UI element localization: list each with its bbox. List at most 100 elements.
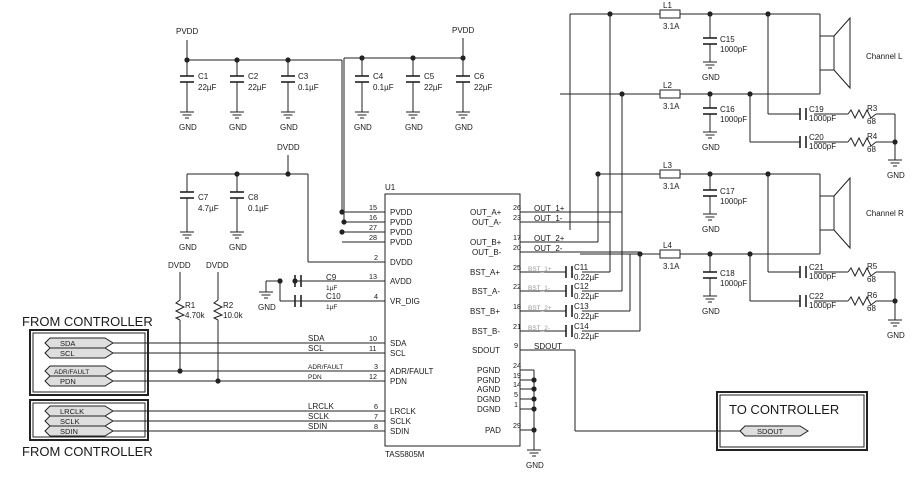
pin-1-num: 1 [514, 400, 518, 409]
r5-val: 68 [867, 275, 876, 284]
net-labels: OUT_1+ OUT_1- OUT_2+ OUT_2- BST_1+ BST_1… [308, 204, 565, 431]
connector-from-top: FROM CONTROLLER [22, 314, 153, 396]
ic-part: TAS5805M [385, 450, 425, 459]
c19-val: 1000pF [809, 114, 836, 123]
gnd-c16: GND [702, 143, 720, 152]
pin-7-num: 7 [374, 412, 378, 421]
r6-ref: R6 [867, 291, 878, 300]
speaker-right-label: Channel R [866, 209, 904, 218]
net-bst2m: BST_2- [528, 325, 550, 332]
pin-21-num: 21 [513, 322, 521, 331]
port-sdout-label: SDOUT [757, 427, 784, 436]
c10-ref: C10 [326, 292, 341, 301]
pin-19-num: 19 [513, 371, 521, 380]
c3-val: 0.1µF [298, 83, 319, 92]
gnd-snub-r: GND [887, 331, 905, 340]
gnd-c3: GND [280, 123, 298, 132]
pin-9-num: 9 [514, 341, 518, 350]
pin-24-num: 24 [513, 361, 521, 370]
pin-3-name: ADR/FAULT [390, 367, 434, 376]
pin-10-num: 10 [369, 334, 377, 343]
port-sclk-label: SCLK [60, 417, 80, 426]
rail-labels: PVDD PVDD DVDD DVDD DVDD GND GND GND GND… [168, 26, 905, 470]
gnd-c18: GND [702, 307, 720, 316]
c7-ref: C7 [198, 193, 209, 202]
c12-ref: C12 [574, 282, 589, 291]
pin-27-name: PVDD [390, 228, 412, 237]
l4-ref: L4 [663, 241, 672, 250]
pin-28-num: 28 [369, 233, 377, 242]
net-bst1m: BST_1- [528, 285, 550, 292]
pin-29-name: PAD [485, 426, 501, 435]
pin-10-name: SDA [390, 339, 407, 348]
pin-8-num: 8 [374, 422, 378, 431]
pin-14-num: 14 [513, 380, 521, 389]
c16-ref: C16 [720, 105, 735, 114]
l1-ref: L1 [663, 1, 672, 10]
net-pdn: PDN [308, 374, 322, 381]
pin-12-name: PDN [390, 377, 407, 386]
net-scl: SCL [308, 344, 324, 353]
rail-dvdd-r1: DVDD [168, 261, 191, 270]
rail-dvdd: DVDD [277, 143, 300, 152]
pin-2-name: DVDD [390, 258, 413, 267]
pin-26-num: 26 [513, 203, 521, 212]
port-pdn-label: PDN [60, 377, 76, 386]
l2-ref: L2 [663, 81, 672, 90]
cap-plates [180, 37, 807, 337]
port-lrclk-label: LRCLK [60, 407, 84, 416]
gnd-c6: GND [455, 123, 473, 132]
c16-val: 1000pF [720, 115, 747, 124]
c19-ref: C19 [809, 105, 824, 114]
pin-12-num: 12 [369, 372, 377, 381]
pin-17-num: 17 [513, 233, 521, 242]
gnd-c5: GND [405, 123, 423, 132]
r3-val: 68 [867, 117, 876, 126]
l3-val: 3.1A [663, 182, 680, 191]
pin-26-name: OUT_A+ [470, 208, 502, 217]
c2-val: 22µF [248, 83, 267, 92]
pin-14-name: AGND [477, 385, 500, 394]
pin-2-num: 2 [374, 253, 378, 262]
pin-9-name: SDOUT [472, 346, 500, 355]
c22-ref: C22 [809, 292, 824, 301]
r2-val: 10.0k [223, 311, 244, 320]
net-sdout: SDOUT [534, 342, 562, 351]
pin-11-name: SCL [390, 349, 406, 358]
gnd-ic: GND [526, 461, 544, 470]
r2-ref: R2 [223, 301, 234, 310]
c21-val: 1000pF [809, 272, 836, 281]
c11-val: 0.22µF [574, 273, 599, 282]
c18-val: 1000pF [720, 279, 747, 288]
gnd-snub-l: GND [887, 171, 905, 180]
c4-ref: C4 [373, 72, 384, 81]
pin-25-num: 25 [513, 263, 521, 272]
pin-16-name: PVDD [390, 218, 412, 227]
gnd-c8: GND [229, 243, 247, 252]
ic-u1-body [384, 193, 521, 447]
l1-val: 3.1A [663, 22, 680, 31]
net-out1p: OUT_1+ [534, 204, 565, 213]
c8-val: 0.1µF [248, 204, 269, 213]
l2-val: 3.1A [663, 102, 680, 111]
connector-to: TO CONTROLLER [716, 391, 868, 451]
c21-ref: C21 [809, 263, 824, 272]
pin-24-name: PGND [477, 366, 500, 375]
port-adr-label: ADR/FAULT [54, 369, 89, 376]
net-bst1p: BST_1+ [528, 266, 552, 273]
c8-ref: C8 [248, 193, 259, 202]
pin-23-num: 23 [513, 213, 521, 222]
c1-val: 22µF [198, 83, 217, 92]
connector-from-bottom: FROM CONTROLLER [22, 399, 153, 459]
pin-13-num: 13 [369, 272, 377, 281]
c20-val: 1000pF [809, 142, 836, 151]
component-labels: C1 22µF C2 22µF C3 0.1µF C4 0.1µF C5 22µ… [185, 1, 904, 341]
from-controller-bottom-label: FROM CONTROLLER [22, 444, 153, 459]
pin-13-name: AVDD [390, 277, 412, 286]
pin-3-num: 3 [374, 362, 378, 371]
c13-ref: C13 [574, 302, 589, 311]
l4-val: 3.1A [663, 262, 680, 271]
net-out2m: OUT_2- [534, 244, 563, 253]
net-lrclk: LRCLK [308, 402, 334, 411]
